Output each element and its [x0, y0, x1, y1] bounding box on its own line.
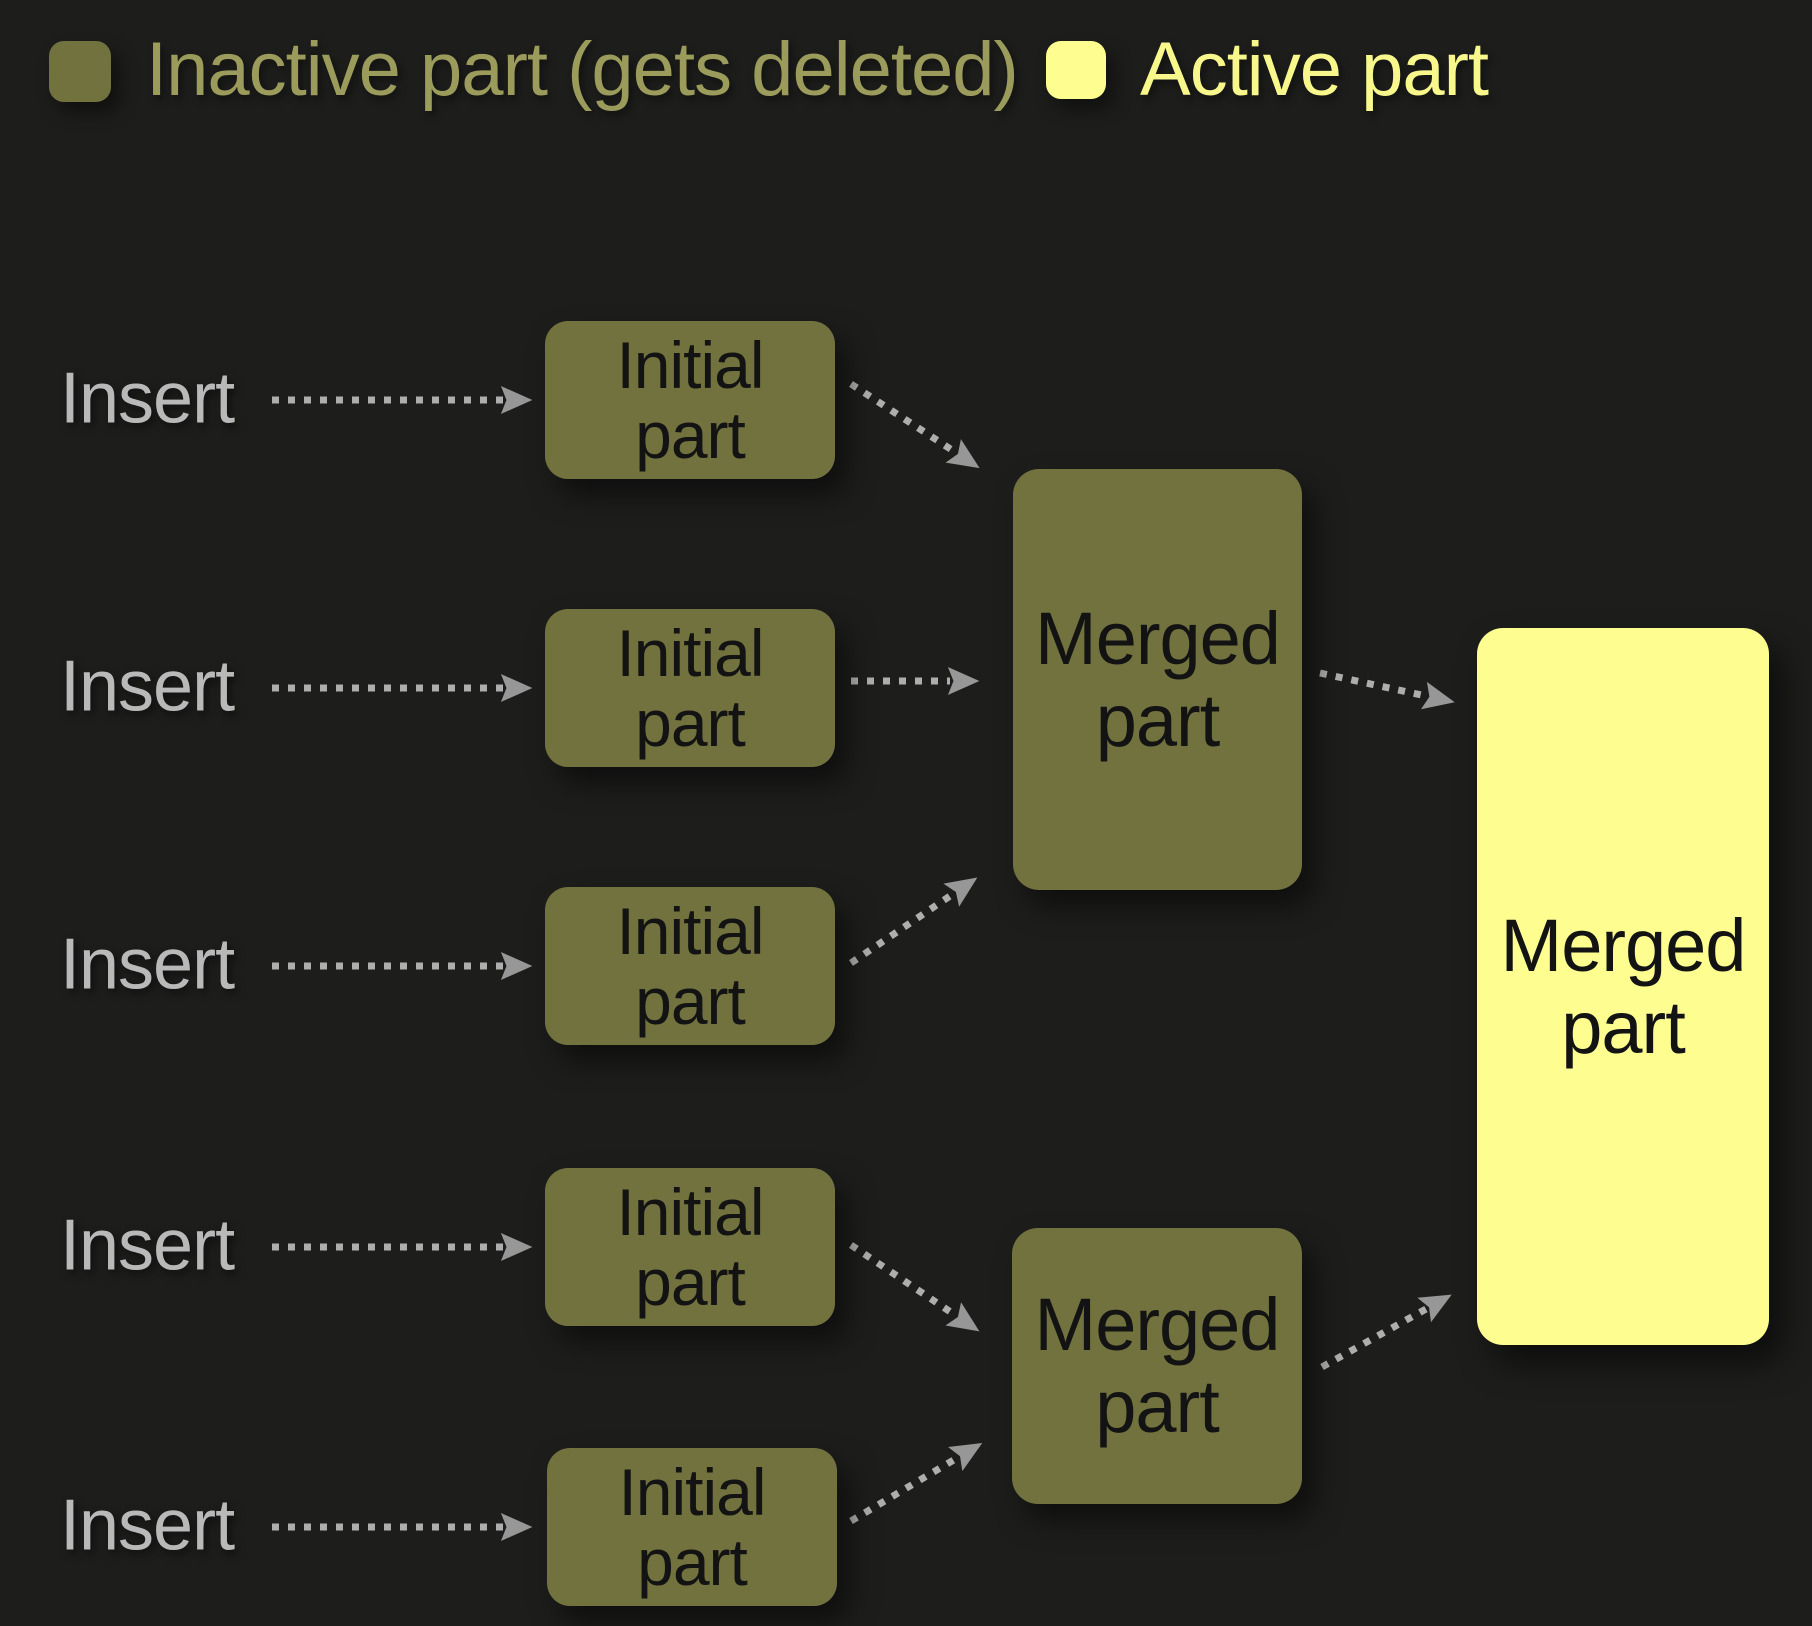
insert-label-1: Insert	[60, 358, 235, 439]
box-label-line: Merged	[1034, 1283, 1281, 1366]
box-label-line: part	[637, 1525, 748, 1599]
box-label-line: Initial	[616, 1175, 764, 1249]
box-label-line: part	[635, 398, 746, 472]
insert-label-2: Insert	[60, 646, 235, 727]
box-label-line: part	[1561, 985, 1686, 1069]
box-label-line: part	[1095, 678, 1221, 762]
merged-part-box-final-active: Merged part	[1477, 628, 1769, 1345]
legend-swatch-active	[1046, 41, 1106, 99]
box-label-line: Merged	[1500, 903, 1747, 987]
arrow-initial3-to-merged-top	[849, 877, 978, 966]
insert-label-5: Insert	[60, 1485, 235, 1566]
box-label-line: part	[635, 686, 746, 760]
legend-swatch-inactive	[49, 41, 111, 102]
arrow-initial4-to-merged-bottom	[849, 1242, 980, 1332]
merged-part-box-bottom: Merged part	[1012, 1228, 1302, 1504]
arrow-initial5-to-merged-bottom	[849, 1442, 983, 1525]
legend-label-inactive: Inactive part (gets deleted)	[146, 27, 1019, 113]
box-label-line: part	[635, 1245, 746, 1319]
box-label-line: Initial	[618, 1455, 766, 1529]
arrow-initial1-to-merged-top	[849, 381, 980, 469]
legend-label-active: Active part	[1140, 27, 1489, 113]
box-label-line: Merged	[1035, 596, 1281, 680]
insert-label-4: Insert	[60, 1205, 235, 1286]
box-label-line: part	[1095, 1365, 1220, 1448]
initial-part-box-4: Initial part	[545, 1168, 835, 1326]
box-label-line: Initial	[616, 328, 764, 402]
box-label-line: part	[635, 964, 746, 1038]
box-label-line: Initial	[616, 616, 764, 690]
arrow-merged-top-to-final	[1319, 669, 1455, 710]
insert-label-3: Insert	[60, 924, 235, 1005]
arrow-merged-bottom-to-final	[1320, 1294, 1452, 1371]
initial-part-box-2: Initial part	[545, 609, 835, 767]
merged-part-box-top: Merged part	[1013, 469, 1302, 890]
initial-part-box-5: Initial part	[547, 1448, 837, 1606]
box-label-line: Initial	[616, 894, 764, 968]
initial-part-box-1: Initial part	[545, 321, 835, 479]
initial-part-box-3: Initial part	[545, 887, 835, 1045]
